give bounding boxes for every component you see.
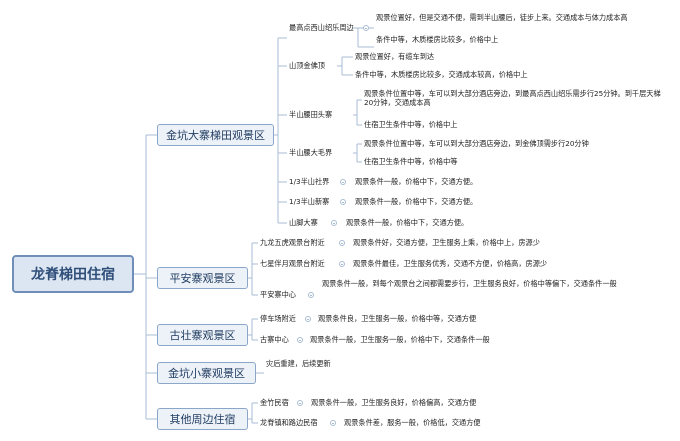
detail-text: 观景条件一般，价格中下，交通方便。 [346,218,469,227]
collapse-icon[interactable] [339,240,345,246]
detail-text: 观景位置好，有缆车到达 [355,52,435,61]
detail-text: 观景条件一般，到每个观景台之间都需要步行，卫生服务良好，价格中等偏下，交通条件一… [322,279,617,288]
detail-text: 观景条件最佳，卫生服务优秀，交通不方便，价格高，房源少 [353,259,548,268]
detail-text: 观景条件一般，卫生服务一般，价格中下，交通条件一般 [310,335,490,344]
branch-jinkeng-dazhai[interactable]: 金坑大寨梯田观景区 [157,124,274,146]
detail-text: 观景条件好，交通方便，卫生服务上乘，价格中上，房源少 [353,238,540,247]
detail-text: 住宿卫生条件中等，价格中等 [364,157,458,166]
subnode-xishan[interactable]: 最高点西山绍乐周边 [289,23,354,32]
subnode-guzhai-center[interactable]: 古寨中心 [260,335,289,344]
subnode-xinzhai[interactable]: 1/3半山新寨 [289,197,330,206]
subnode-dazhai[interactable]: 山脚大寨 [289,218,318,227]
subnode-jinzhu[interactable]: 金竹民宿 [260,398,289,407]
subnode-shejie[interactable]: 1/3半山社界 [289,177,330,186]
subnode-longji-roadside[interactable]: 龙脊镇和路边民宿 [260,418,318,427]
subnode-jiulong[interactable]: 九龙五虎观景台附近 [260,238,325,247]
detail-text: 观景条件一般，价格中下，交通方便。 [355,177,478,186]
detail-text: 观景条件一般，卫生服务良好，价格偏高，交通方便 [311,398,477,407]
collapse-icon[interactable] [339,261,345,267]
collapse-icon[interactable] [308,292,314,298]
branch-pingan[interactable]: 平安寨观景区 [157,267,248,289]
root-node[interactable]: 龙脊梯田住宿 [12,255,134,293]
subnode-damaojie[interactable]: 半山腰大毛界 [289,148,333,157]
collapse-icon[interactable] [297,337,303,343]
collapse-icon[interactable] [330,420,336,426]
detail-text: 观景条件差，服务一般，价格低，交通方便 [344,418,481,427]
detail-text: 观景条件位置中等，车可以到大部分酒店旁边，到金佛顶需步行20分钟 [364,139,589,148]
subnode-parking[interactable]: 停车场附近 [260,314,296,323]
collapse-icon[interactable] [305,316,311,322]
detail-text: 观景条件位置中等，车可以到大部分酒店旁边，到最高点西山绍乐需步行25分钟。到千层… [364,89,661,107]
subnode-banshan[interactable]: 半山腰田头寨 [289,110,333,119]
subnode-pingan-center[interactable]: 平安寨中心 [260,290,296,299]
collapse-icon[interactable] [363,25,369,31]
collapse-icon[interactable] [331,220,337,226]
branch-other[interactable]: 其他周边住宿 [157,408,248,430]
detail-text: 条件中等，木质楼房比较多，价格中上 [376,35,499,44]
subnode-qixing[interactable]: 七星伴月观景台附近 [260,259,325,268]
detail-text: 灾后重建，后续更新 [266,359,331,368]
detail-text: 观景条件良，卫生服务一般，价格中等，交通方便 [318,314,477,323]
branch-jinkeng-xiaozhai[interactable]: 金坑小寨观景区 [157,362,256,384]
detail-text: 观景位置好，但是交通不便，需到半山腰后，徒步上来。交通成本与体力成本高 [376,13,628,22]
subnode-jinfo[interactable]: 山顶金佛顶 [289,61,325,70]
collapse-icon[interactable] [340,179,346,185]
collapse-icon[interactable] [297,400,303,406]
detail-text: 条件中等，木质楼房比较多，交通成本较高，价格中上 [355,70,528,79]
collapse-icon[interactable] [340,199,346,205]
detail-text: 观景条件一般，价格中下，交通方便。 [355,197,478,206]
branch-guzhuang[interactable]: 古壮寨观景区 [157,324,248,346]
detail-text: 住宿卫生条件中等，价格中上 [364,120,458,129]
